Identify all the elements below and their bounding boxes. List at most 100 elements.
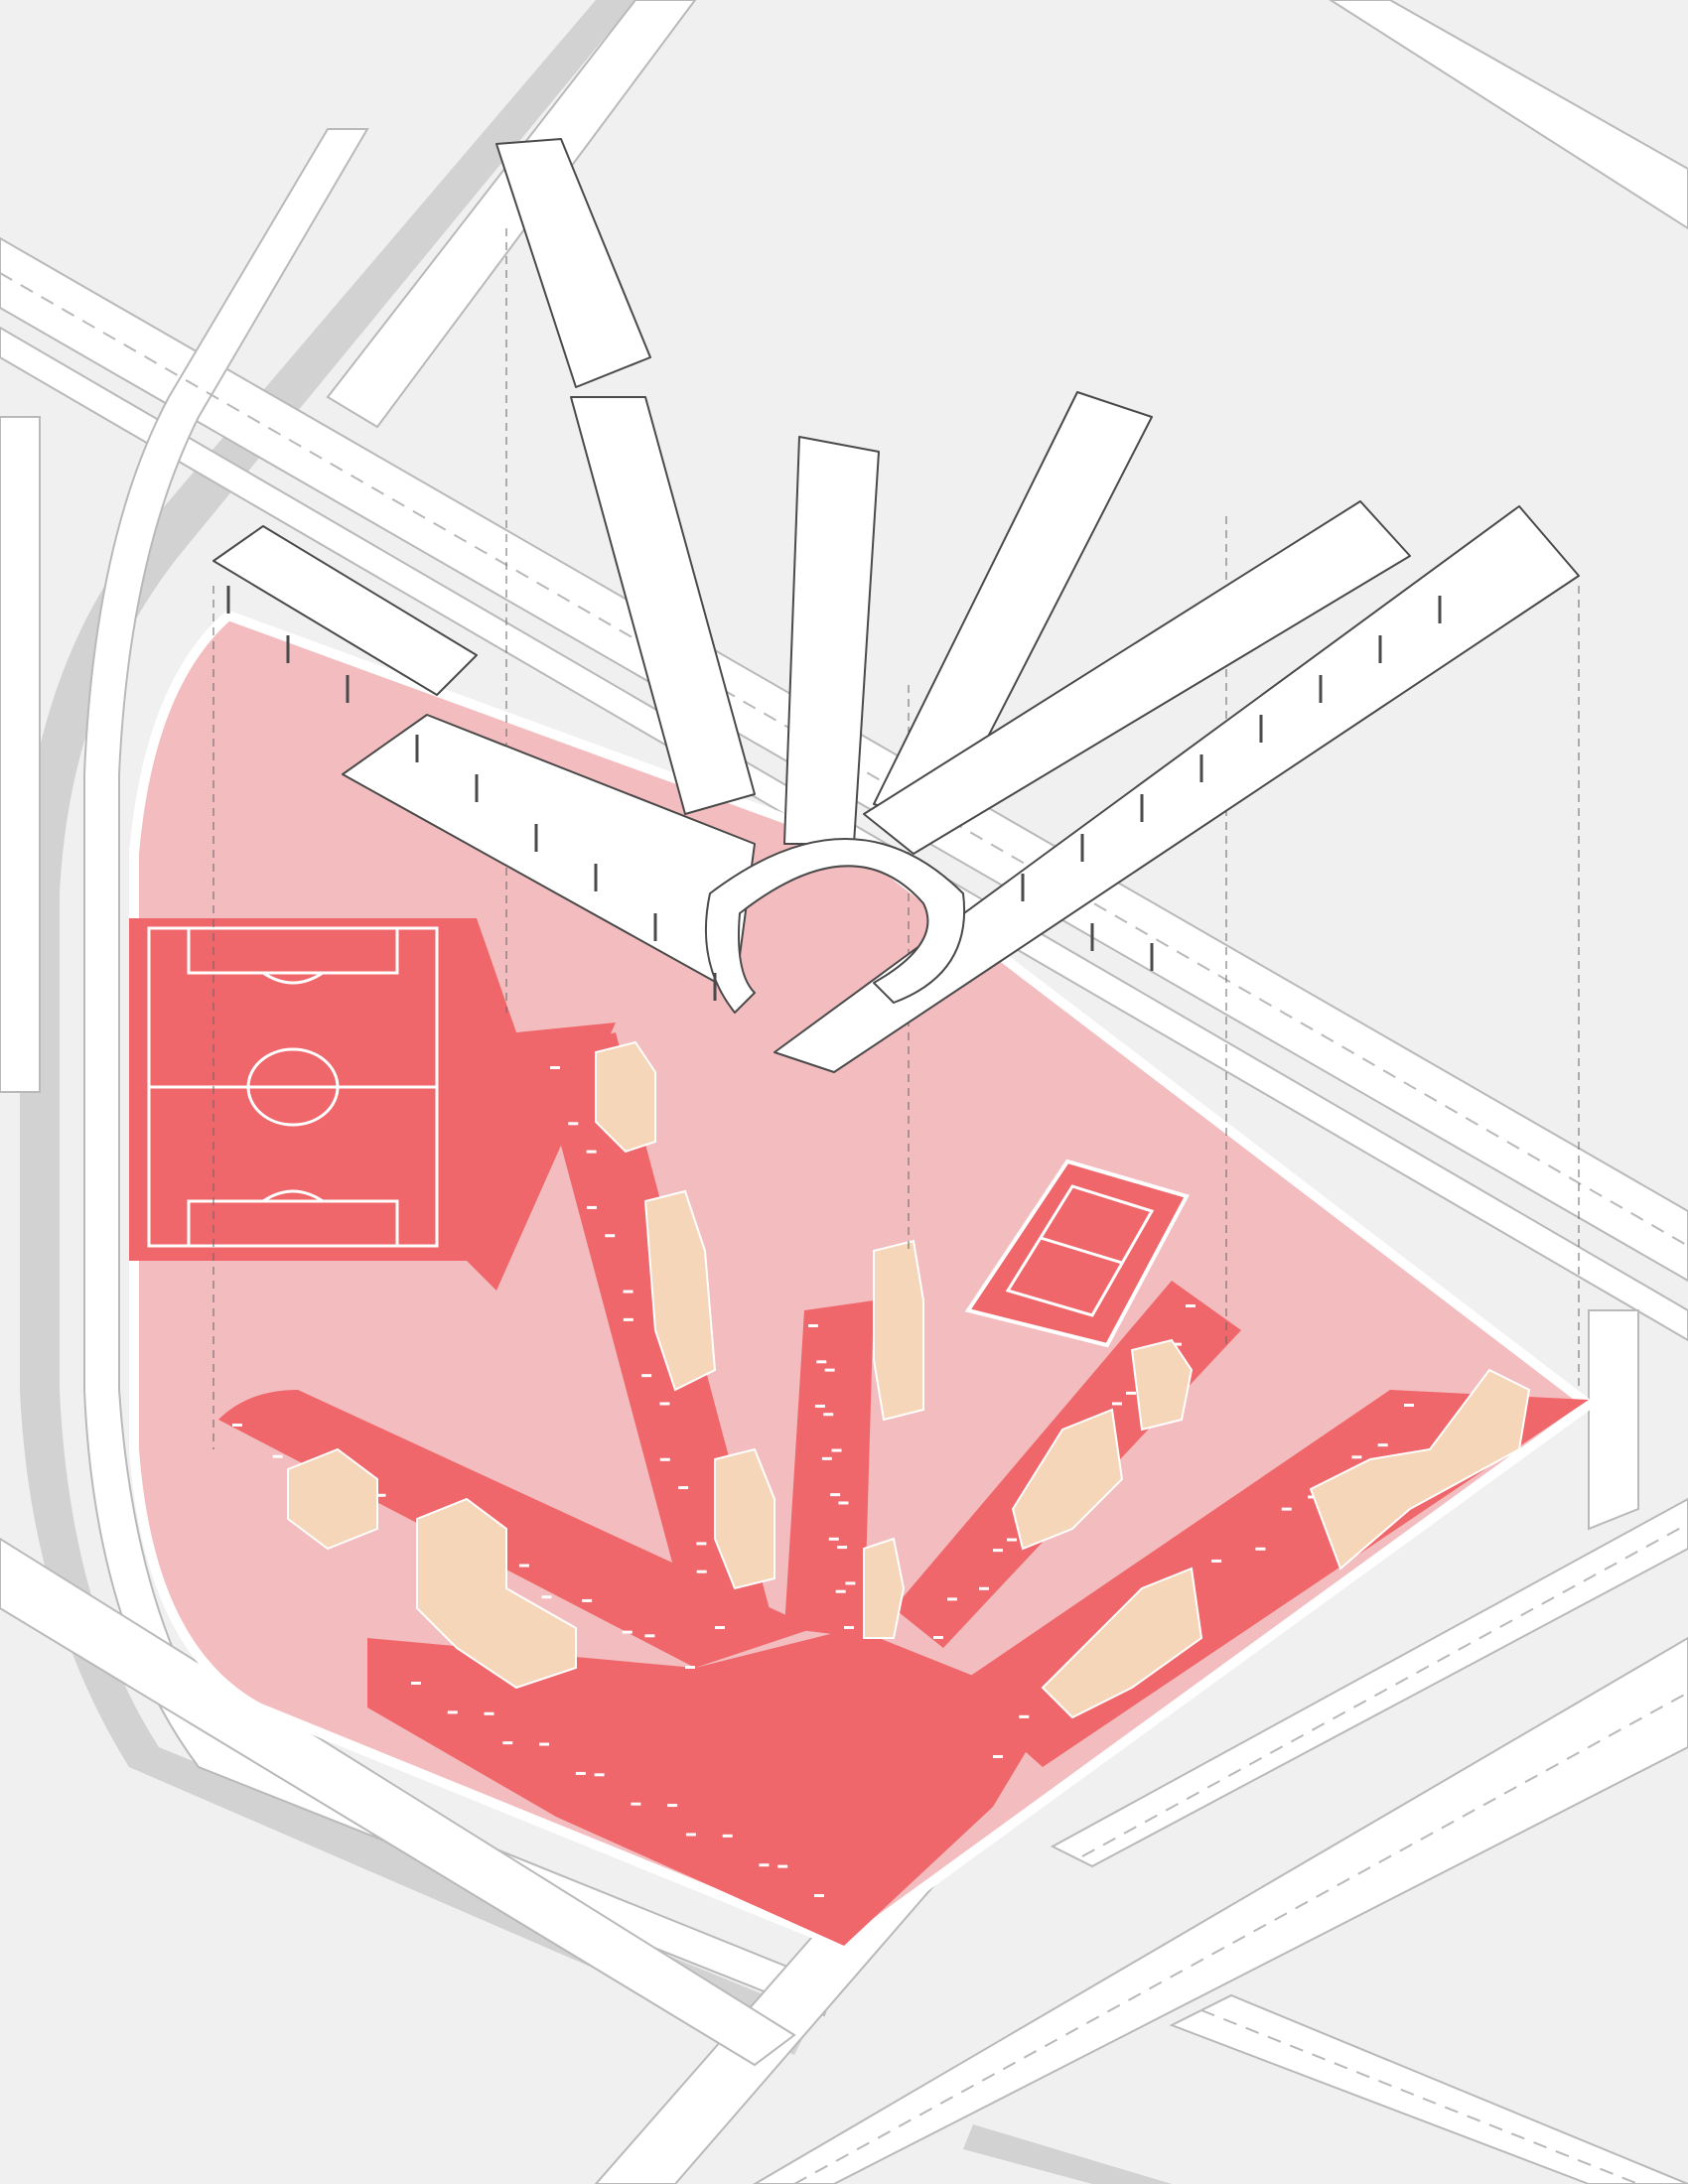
building-2 (416, 1497, 577, 1690)
stall-mark (605, 1234, 616, 1238)
stall-mark (808, 1324, 818, 1327)
stall-mark (447, 1710, 458, 1714)
stall-mark (759, 1863, 770, 1867)
canopy-arm-east (863, 500, 1411, 855)
street-2 (784, 1300, 874, 1638)
market-buildings (287, 1040, 1531, 1719)
stall-mark (838, 1501, 849, 1505)
stall-mark (1255, 1547, 1266, 1551)
building-8 (1130, 1338, 1194, 1432)
stall-mark (1377, 1443, 1388, 1447)
stall-mark (993, 1549, 1003, 1553)
stall-mark (484, 1711, 494, 1715)
stall-mark (1351, 1455, 1362, 1459)
rail-lower-segment (963, 2124, 1172, 2184)
stall-mark (594, 1773, 605, 1777)
stall-mark (586, 1205, 597, 1209)
stall-mark (641, 1374, 652, 1378)
canopy-arm-north-1b (570, 396, 756, 815)
road-west-edge (0, 416, 41, 1093)
stall-mark (823, 1413, 834, 1417)
stall-mark (1007, 1538, 1017, 1542)
building-11 (1309, 1368, 1531, 1570)
radial-canopy-roof (212, 138, 1580, 1073)
stall-mark (831, 1448, 842, 1452)
stall-mark (539, 1742, 550, 1746)
stall-mark (844, 1626, 854, 1629)
stall-mark (678, 1486, 689, 1490)
stall-mark (828, 1537, 839, 1541)
building-3 (595, 1040, 656, 1154)
stall-mark (568, 1122, 579, 1126)
stall-mark (933, 1636, 943, 1639)
street-west (218, 1390, 814, 1668)
stall-mark (631, 1802, 641, 1806)
stall-mark (685, 1666, 695, 1669)
stall-mark (1211, 1559, 1222, 1563)
stall-mark (411, 1682, 421, 1685)
stall-mark (814, 1894, 824, 1897)
stall-mark (659, 1457, 670, 1461)
stall-mark (1112, 1402, 1122, 1406)
stall-mark (979, 1586, 989, 1590)
stall-mark (659, 1402, 670, 1406)
road-south-east (1169, 1993, 1688, 2184)
canopy-columns (226, 586, 1442, 1001)
canopy-arm-north-1 (495, 138, 651, 388)
stall-mark (715, 1626, 725, 1629)
stall-mark (518, 1564, 529, 1568)
stall-mark (1126, 1391, 1136, 1395)
stall-mark (722, 1834, 733, 1838)
road-northeast (1329, 0, 1688, 230)
stall-mark (1281, 1507, 1292, 1511)
stall-mark (1186, 1304, 1196, 1307)
canopy-arm-east-long (774, 505, 1580, 1073)
stall-mark (777, 1864, 788, 1868)
building-4 (643, 1189, 717, 1392)
stall-mark (821, 1456, 832, 1460)
volleyball-court (964, 1159, 1190, 1348)
stall-mark (814, 1404, 825, 1408)
building-9 (1011, 1408, 1124, 1551)
stall-mark (835, 1589, 846, 1593)
road-southeast (753, 1636, 1688, 2184)
stall-mark (644, 1634, 655, 1638)
stall-mark (1404, 1404, 1414, 1407)
road-southwest (0, 1537, 796, 2067)
stall-mark (1019, 1714, 1030, 1718)
stall-mark (541, 1595, 552, 1599)
canopy-arm-west (212, 525, 478, 696)
road-east (1588, 1309, 1639, 1531)
stall-mark (667, 1804, 678, 1808)
stall-mark (575, 1771, 586, 1775)
stall-mark (623, 1317, 633, 1321)
stall-mark (837, 1546, 848, 1550)
stall-mark (375, 1493, 386, 1497)
stall-mark (272, 1454, 283, 1458)
lane-markings (0, 272, 1688, 2184)
stall-mark (816, 1360, 827, 1364)
building-5 (714, 1447, 775, 1590)
stall-mark (685, 1833, 696, 1837)
stall-mark (1172, 1342, 1182, 1346)
stall-mark (586, 1150, 597, 1154)
canopy-arm-west-lower (342, 714, 756, 994)
building-6 (873, 1239, 924, 1422)
stall-mark (622, 1630, 633, 1634)
stall-mark (582, 1598, 593, 1602)
stall-mark (232, 1424, 242, 1427)
plaza (367, 1628, 1053, 1946)
football-pitch (129, 918, 616, 1291)
stall-mark (696, 1542, 707, 1546)
stall-mark (993, 1755, 1003, 1758)
stall-mark (550, 1066, 560, 1069)
stall-mark (947, 1597, 957, 1601)
stall-mark (696, 1570, 707, 1573)
building-1 (287, 1447, 378, 1551)
building-7 (863, 1537, 906, 1639)
stall-mark (623, 1290, 633, 1294)
stall-mark (502, 1741, 513, 1745)
stall-mark (824, 1368, 835, 1372)
